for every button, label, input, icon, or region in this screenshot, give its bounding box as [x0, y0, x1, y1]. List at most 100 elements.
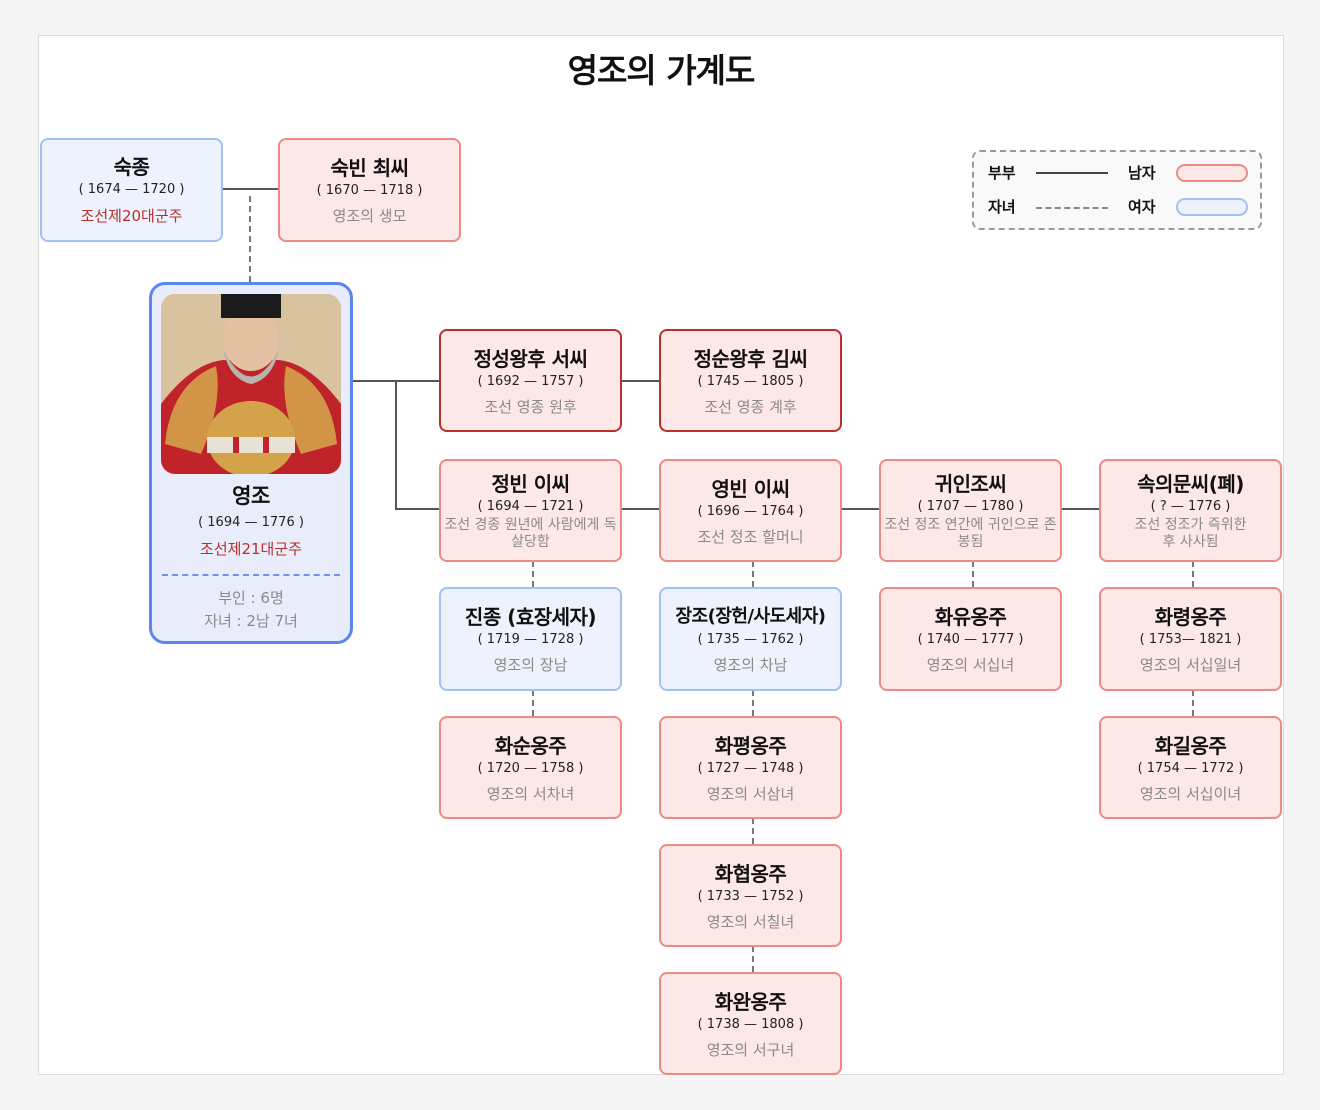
person-card-jinjong[interactable]: 진종 (효장세자) ( 1719 — 1728 ) 영조의 장남	[439, 587, 622, 691]
person-note: 영조의 서십녀	[926, 656, 1015, 674]
child-line-munssi-1	[1192, 561, 1194, 587]
person-name: 정순왕후 김씨	[693, 346, 808, 371]
person-name: 정빈 이씨	[491, 471, 570, 496]
person-name: 귀인조씨	[934, 471, 1007, 496]
person-note: 조선 정조 연간에 귀인으로 존봉됨	[884, 516, 1057, 550]
person-name: 장조(장헌/사도세자)	[675, 606, 826, 627]
person-name: 속의문씨(폐)	[1137, 471, 1244, 496]
person-note: 조선제21대군주	[200, 540, 302, 558]
child-line-yeongbin-4	[752, 946, 754, 972]
page-title: 영조의 가계도	[567, 51, 756, 90]
person-note: 영조의 서십일녀	[1139, 656, 1242, 674]
person-note: 영조의 차남	[713, 656, 788, 674]
person-card-sugui-mun[interactable]: 속의문씨(폐) ( ? — 1776 ) 조선 정조가 즉위한 후 사사됨	[1099, 459, 1282, 562]
person-name: 화길옹주	[1154, 733, 1227, 758]
person-years: ( 1692 — 1757 )	[477, 373, 584, 389]
person-years: ( 1733 — 1752 )	[697, 888, 804, 904]
person-name: 화평옹주	[714, 733, 787, 758]
person-name: 화완옹주	[714, 989, 787, 1014]
person-years: ( 1707 — 1780 )	[917, 498, 1024, 514]
person-card-hwahyeop[interactable]: 화협옹주 ( 1733 — 1752 ) 영조의 서칠녀	[659, 844, 842, 947]
person-years: ( 1735 — 1762 )	[697, 632, 804, 647]
person-years: ( 1753— 1821 )	[1139, 632, 1242, 647]
person-name: 숙종	[113, 155, 150, 179]
person-years: ( 1694 — 1776 )	[198, 515, 304, 530]
family-tree-canvas: 영조의 가계도 부부 남자 자녀 여자 숙종 ( 1674 — 1720 ) 조…	[38, 35, 1284, 1075]
person-card-jangjo[interactable]: 장조(장헌/사도세자) ( 1735 — 1762 ) 영조의 차남	[659, 587, 842, 691]
child-line-jeongbin-2	[532, 690, 534, 716]
person-name: 숙빈 최씨	[330, 156, 409, 180]
child-line-yeongbin-3	[752, 818, 754, 844]
person-card-hwawan[interactable]: 화완옹주 ( 1738 — 1808 ) 영조의 서구녀	[659, 972, 842, 1075]
person-years: ( 1696 — 1764 )	[697, 503, 804, 519]
person-card-hwagil[interactable]: 화길옹주 ( 1754 — 1772 ) 영조의 서십이녀	[1099, 716, 1282, 819]
person-note: 영조의 서칠녀	[706, 912, 795, 931]
portrait-image	[161, 294, 341, 474]
person-note: 조선 정조 할머니	[697, 527, 804, 546]
child-line-parents-king	[249, 196, 251, 282]
person-note: 조선 영종 원후	[484, 397, 577, 416]
person-years: ( 1674 — 1720 )	[78, 182, 185, 197]
person-note: 조선 경종 원년에 사람에게 독살당함	[444, 516, 617, 550]
person-years: ( 1754 — 1772 )	[1137, 760, 1244, 776]
legend-spouse-label: 부부	[988, 164, 1016, 182]
child-line-yeongbin-1	[752, 561, 754, 587]
person-years: ( ? — 1776 )	[1150, 498, 1231, 514]
spouse-line-king-branch	[395, 380, 397, 510]
person-card-queen-kim[interactable]: 정순왕후 김씨 ( 1745 — 1805 ) 조선 영종 계후	[659, 329, 842, 432]
person-note: 조선 영종 계후	[704, 397, 797, 416]
legend-child-label: 자녀	[988, 198, 1016, 216]
person-card-sukjong[interactable]: 숙종 ( 1674 — 1720 ) 조선제20대군주	[40, 138, 223, 242]
legend-male-label: 남자	[1128, 164, 1156, 182]
legend-female-swatch	[1176, 198, 1248, 216]
child-line-jeongbin-1	[532, 561, 534, 587]
child-line-yeongbin-2	[752, 690, 754, 716]
person-name: 진종 (효장세자)	[464, 605, 597, 629]
wives-count: 부인 : 6명	[218, 589, 284, 607]
person-note: 영조의 장남	[493, 656, 568, 674]
person-name: 화유옹주	[934, 605, 1007, 629]
person-card-yeongbin-lee[interactable]: 영빈 이씨 ( 1696 — 1764 ) 조선 정조 할머니	[659, 459, 842, 562]
legend: 부부 남자 자녀 여자	[972, 150, 1262, 230]
person-card-hwapyeong[interactable]: 화평옹주 ( 1727 — 1748 ) 영조의 서삼녀	[659, 716, 842, 819]
person-card-hwasun[interactable]: 화순옹주 ( 1720 — 1758 ) 영조의 서차녀	[439, 716, 622, 819]
person-years: ( 1719 — 1728 )	[477, 632, 584, 647]
divider	[162, 574, 340, 576]
person-note: 영조의 서십이녀	[1139, 784, 1242, 803]
child-line-munssi-2	[1192, 690, 1194, 716]
person-years: ( 1745 — 1805 )	[697, 373, 804, 389]
person-card-yeongjo[interactable]: 영조 ( 1694 — 1776 ) 조선제21대군주 부인 : 6명 자녀 :…	[149, 282, 353, 644]
spouse-line-king-consort	[395, 508, 439, 510]
person-years: ( 1740 — 1777 )	[917, 632, 1024, 647]
person-card-hwaryeong[interactable]: 화령옹주 ( 1753— 1821 ) 영조의 서십일녀	[1099, 587, 1282, 691]
person-years: ( 1738 — 1808 )	[697, 1016, 804, 1032]
person-card-jeongbin-lee[interactable]: 정빈 이씨 ( 1694 — 1721 ) 조선 경종 원년에 사람에게 독살당…	[439, 459, 622, 562]
person-note: 영조의 서차녀	[486, 784, 575, 803]
person-name: 화령옹주	[1154, 605, 1227, 629]
legend-solid-line	[1036, 172, 1108, 174]
person-card-hwayu[interactable]: 화유옹주 ( 1740 — 1777 ) 영조의 서십녀	[879, 587, 1062, 691]
spouse-line-queens	[620, 380, 660, 382]
spouse-line-parents	[222, 188, 278, 190]
person-note: 조선제20대군주	[80, 207, 183, 225]
person-name: 화순옹주	[494, 733, 567, 758]
spouse-line-consort-3-4	[1060, 508, 1100, 510]
person-card-sukbin-choi[interactable]: 숙빈 최씨 ( 1670 — 1718 ) 영조의 생모	[278, 138, 461, 242]
legend-dashed-line	[1036, 207, 1108, 209]
spouse-line-consort-2-3	[840, 508, 880, 510]
person-card-queen-seo[interactable]: 정성왕후 서씨 ( 1692 — 1757 ) 조선 영종 원후	[439, 329, 622, 432]
spouse-line-consort-1-2	[620, 508, 660, 510]
person-card-gwiin-jo[interactable]: 귀인조씨 ( 1707 — 1780 ) 조선 정조 연간에 귀인으로 존봉됨	[879, 459, 1062, 562]
person-note: 조선 정조가 즉위한 후 사사됨	[1134, 516, 1247, 550]
person-years: ( 1694 — 1721 )	[477, 498, 584, 514]
person-name: 영조	[232, 484, 270, 508]
person-years: ( 1727 — 1748 )	[697, 760, 804, 776]
person-years: ( 1720 — 1758 )	[477, 760, 584, 776]
portrait-illustration-icon	[161, 294, 341, 474]
person-note: 영조의 서구녀	[706, 1040, 795, 1059]
child-line-gwiin-1	[972, 561, 974, 587]
person-name: 영빈 이씨	[711, 476, 790, 501]
legend-male-swatch	[1176, 164, 1248, 182]
children-count: 자녀 : 2남 7녀	[204, 612, 298, 630]
person-years: ( 1670 — 1718 )	[316, 183, 423, 198]
